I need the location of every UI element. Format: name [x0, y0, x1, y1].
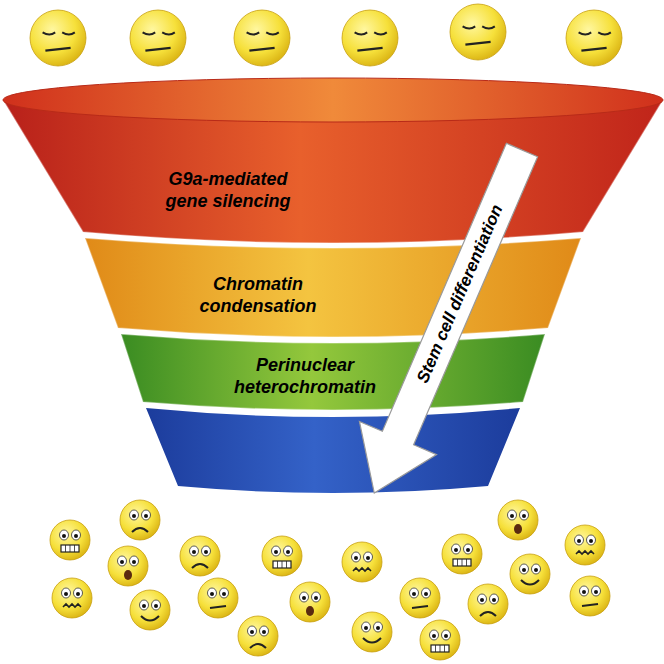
emoji-face: [510, 554, 550, 594]
emoji-face: [498, 500, 538, 540]
band-label: G9a-mediated gene silencing: [153, 168, 303, 212]
emoji-face: [238, 616, 278, 656]
emoji-face: [468, 584, 508, 624]
band-shape: [2, 76, 662, 182]
emoji-face: [198, 578, 238, 618]
emoji-face: [130, 590, 170, 630]
emoji-face: [565, 525, 605, 565]
band-fill: [85, 238, 581, 337]
emoji-face: [262, 536, 302, 576]
emoji-face: [290, 582, 330, 622]
emoji-face: [52, 578, 92, 618]
emoji-face: [566, 10, 622, 66]
emoji-face: [400, 578, 440, 618]
emoji-face: [120, 500, 160, 540]
faces: [30, 4, 622, 660]
emoji-face: [234, 10, 290, 66]
emoji-face: [108, 546, 148, 586]
emoji-face: [342, 10, 398, 66]
funnel-bottom-band: [146, 408, 520, 493]
funnel-band: G9a-mediated gene silencing: [2, 76, 662, 182]
funnel-band: Chromatin condensation: [84, 236, 582, 346]
band-label: Perinuclear heterochromatin: [223, 354, 388, 398]
emoji-face: [442, 534, 482, 574]
band-label: Chromatin condensation: [188, 273, 328, 317]
emoji-face: [50, 520, 90, 560]
emoji-face: [30, 10, 86, 66]
emoji-face: [352, 612, 392, 652]
emoji-face: [342, 542, 382, 582]
emoji-face: [450, 4, 506, 60]
emoji-face: [420, 620, 460, 660]
band-fill: [121, 334, 545, 410]
band-shape: [84, 236, 582, 346]
emoji-face: [180, 536, 220, 576]
funnel-band: Perinuclear heterochromatin: [120, 332, 546, 412]
differentiation-arrow: [359, 143, 537, 493]
emoji-face: [570, 576, 610, 616]
funnel-rim: [3, 78, 663, 122]
emoji-face: [130, 10, 186, 66]
arrow-label: Stem cell differentiation: [413, 202, 507, 387]
